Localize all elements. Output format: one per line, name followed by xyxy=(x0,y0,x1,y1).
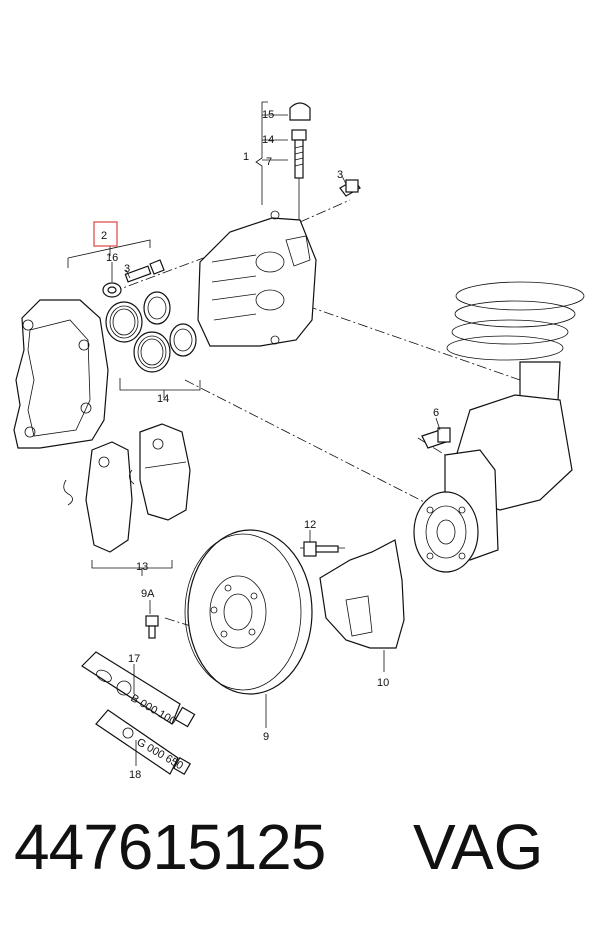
guide-bushing-16 xyxy=(102,259,165,298)
piston-seals xyxy=(105,291,201,398)
callout-10: 10 xyxy=(377,677,389,689)
callout-15: 15 xyxy=(262,109,274,121)
leader-lines xyxy=(111,175,441,766)
coil-spring xyxy=(446,281,585,401)
callout-16: 16 xyxy=(106,252,118,264)
callout-2: 2 xyxy=(101,230,107,242)
brake-disc xyxy=(184,529,313,695)
brake-pads xyxy=(63,423,191,576)
callout-14-seals: 14 xyxy=(157,393,169,405)
callout-labels: 1 2 3 3 6 7 9 9A 10 12 13 14 14 15 16 17… xyxy=(101,109,439,781)
callout-18: 18 xyxy=(129,769,141,781)
part-number: 447615125 xyxy=(14,811,326,883)
bolt-6 xyxy=(421,427,451,449)
bolt-3-top xyxy=(339,179,361,197)
callout-12: 12 xyxy=(304,519,316,531)
callout-6: 6 xyxy=(433,407,439,419)
brand-label: VAG xyxy=(413,811,544,883)
steering-knuckle xyxy=(413,394,573,573)
bolt-9a xyxy=(145,615,159,639)
footer: 447615125 VAG xyxy=(0,815,600,915)
splash-shield xyxy=(319,539,405,649)
caliper-housing xyxy=(197,210,317,347)
callout-9: 9 xyxy=(263,731,269,743)
highlight-box xyxy=(93,221,118,247)
callout-3-top: 3 xyxy=(337,169,343,181)
bolt-12 xyxy=(303,541,339,557)
callout-13: 13 xyxy=(136,561,148,573)
bracket-1 xyxy=(255,101,288,205)
callout-17: 17 xyxy=(128,653,140,665)
bracket-2 xyxy=(67,239,151,268)
bleeder-assembly xyxy=(289,102,311,235)
callout-9a: 9A xyxy=(141,588,155,600)
exploded-parts-diagram: B 000 100 G 000 650 1 2 3 3 6 7 9 9A 10 … xyxy=(13,101,585,781)
brake-carrier xyxy=(13,299,109,449)
callout-14-top: 14 xyxy=(262,134,274,146)
callout-7: 7 xyxy=(266,156,272,168)
callout-1: 1 xyxy=(243,151,249,163)
callout-3-left: 3 xyxy=(124,263,130,275)
